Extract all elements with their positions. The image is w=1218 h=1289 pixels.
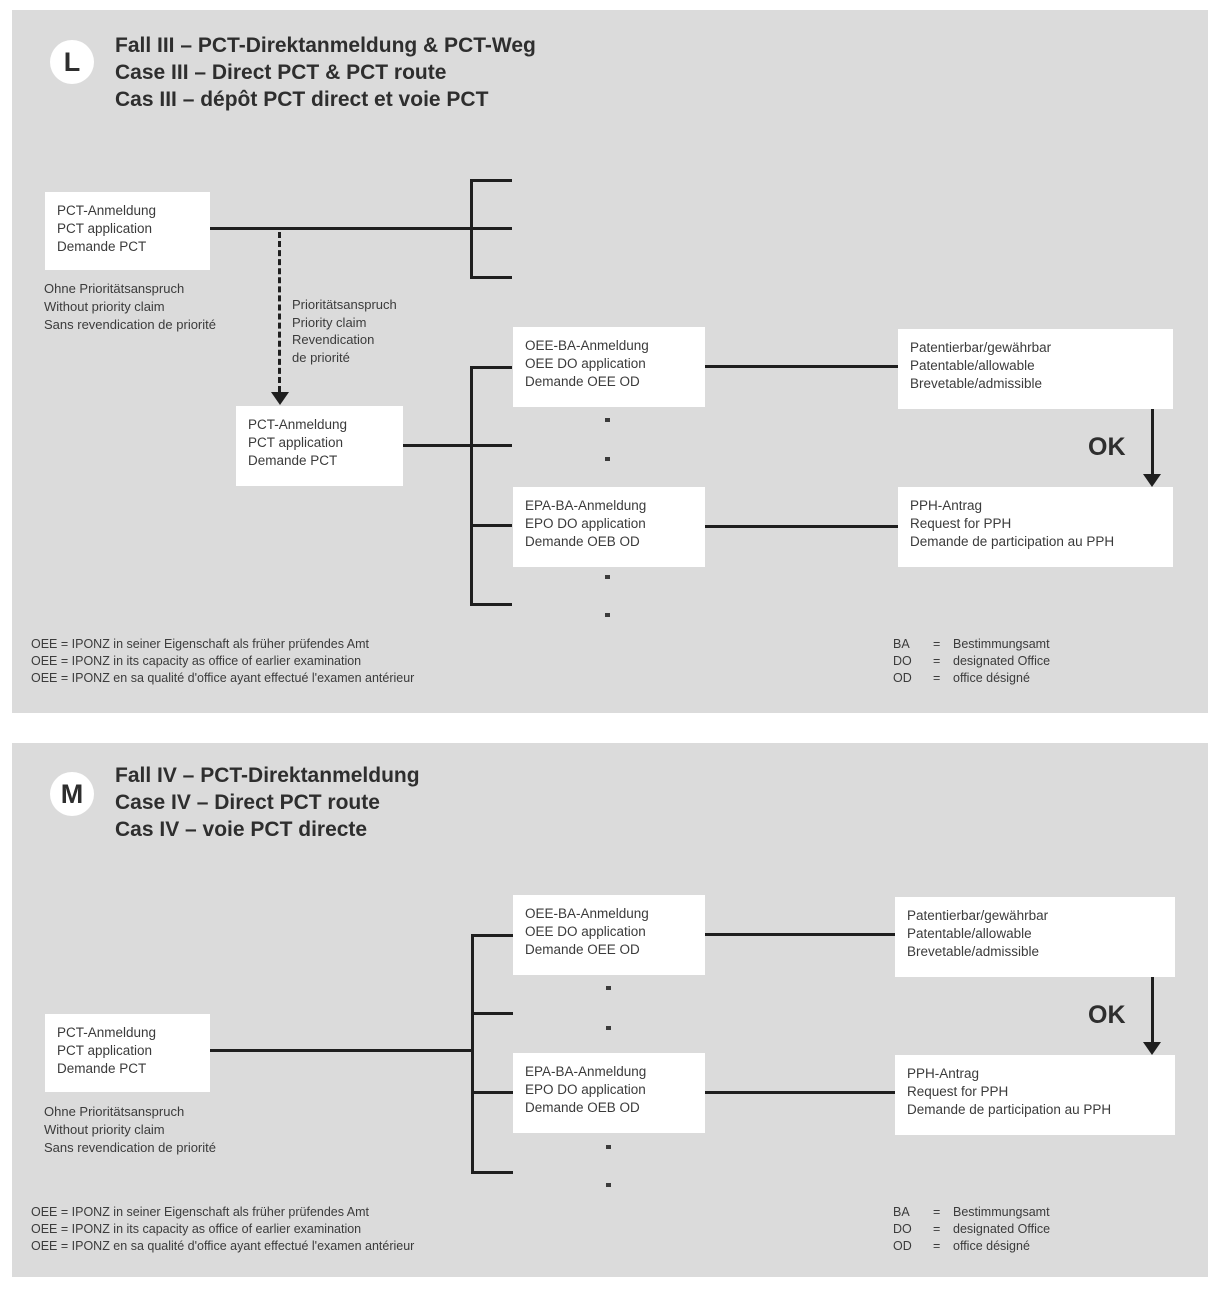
arrow-down-icon <box>1143 474 1161 487</box>
legend-abbr: BA <box>893 1205 910 1219</box>
legend-abbr: OD <box>893 1239 912 1253</box>
ellipsis-dot <box>606 1183 611 1187</box>
panel-l-title: Fall III – PCT-Direktanmeldung & PCT-Weg… <box>115 34 536 111</box>
arrow-down-icon <box>271 392 289 405</box>
bracket-stub <box>470 603 512 606</box>
bracket-line <box>470 366 473 606</box>
bracket-stub <box>471 1012 513 1015</box>
badge-letter-m: M <box>50 772 94 816</box>
bracket-stub <box>470 366 512 369</box>
connector-line <box>210 1049 473 1052</box>
legend-label: office désigné <box>953 671 1030 685</box>
legend-label: Bestimmungsamt <box>953 1205 1050 1219</box>
legend-eq: = <box>933 671 941 685</box>
abbreviation-legend-l: BA = Bestimmungsamt DO = designated Office O… <box>893 636 1050 687</box>
legend-eq: = <box>933 637 941 651</box>
ellipsis-dot <box>606 986 611 990</box>
legend-eq: = <box>933 1239 941 1253</box>
ellipsis-dot <box>605 457 610 461</box>
panel-case-4 <box>12 743 1208 1277</box>
bracket-stub <box>470 276 512 279</box>
ellipsis-dot <box>606 1026 611 1030</box>
connector-line <box>210 227 512 230</box>
legend-eq: = <box>933 1222 941 1236</box>
connector-line <box>705 933 895 936</box>
legend-label: designated Office <box>953 1222 1051 1236</box>
ellipsis-dot <box>605 613 610 617</box>
ellipsis-dot <box>605 418 610 422</box>
oee-footnotes-l: OEE = IPONZ in seiner Eigenschaft als fr… <box>31 637 415 685</box>
connector-line <box>403 444 512 447</box>
bracket-stub <box>470 524 512 527</box>
legend-eq: = <box>933 654 941 668</box>
ok-label-l: OK <box>1088 433 1126 461</box>
legend-abbr: DO <box>893 1222 912 1236</box>
legend-label: designated Office <box>953 654 1051 668</box>
legend-eq: = <box>933 1205 941 1219</box>
legend-abbr: DO <box>893 654 912 668</box>
connector-line <box>705 1091 895 1094</box>
ok-label-m: OK <box>1088 1001 1126 1029</box>
priority-claim-dashed-line <box>278 232 281 392</box>
legend-abbr: BA <box>893 637 910 651</box>
ellipsis-dot <box>606 1145 611 1149</box>
legend-label: office désigné <box>953 1239 1030 1253</box>
arrow-down-icon <box>1143 1042 1161 1055</box>
connector-line <box>705 525 898 528</box>
abbreviation-legend-m: BA = Bestimmungsamt DO = designated Office O… <box>893 1204 1050 1255</box>
bracket-stub <box>471 1171 513 1174</box>
badge-letter-l: L <box>50 40 94 84</box>
bracket-stub <box>471 934 513 937</box>
bracket-stub <box>471 1091 513 1094</box>
ok-arrow-line <box>1151 409 1154 475</box>
legend-abbr: OD <box>893 671 912 685</box>
connector-line <box>705 365 898 368</box>
oee-footnotes-m: OEE = IPONZ in seiner Eigenschaft als fr… <box>31 1205 415 1253</box>
legend-label: Bestimmungsamt <box>953 637 1050 651</box>
bracket-line <box>470 179 473 279</box>
ellipsis-dot <box>605 575 610 579</box>
ok-arrow-line <box>1151 977 1154 1042</box>
bracket-stub <box>470 179 512 182</box>
bracket-line <box>471 934 474 1174</box>
